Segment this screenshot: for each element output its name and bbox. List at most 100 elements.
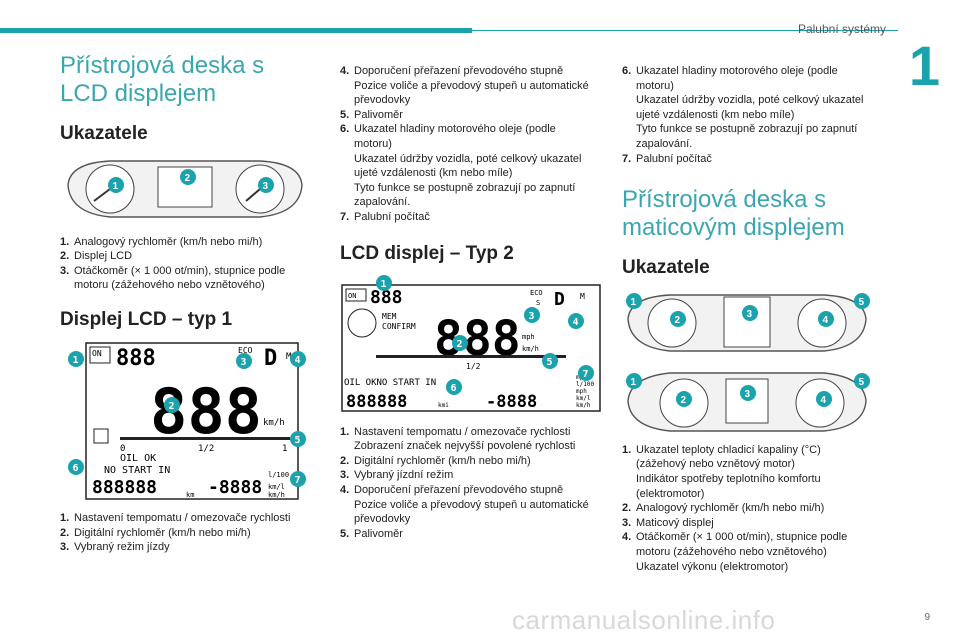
list-item: 4.Doporučení přeřazení převodového stupn… bbox=[340, 65, 589, 107]
oil-no-start-label: OIL OKNO START IN bbox=[344, 378, 436, 388]
watermark: carmanualsonline.info bbox=[512, 605, 776, 635]
speed-limit-digits: 888 bbox=[370, 287, 403, 308]
heading-indicators: Ukazatele bbox=[622, 256, 710, 278]
svg-text:2: 2 bbox=[681, 395, 687, 406]
cluster-lcd-illustration: 1 2 3 bbox=[67, 159, 303, 218]
svg-text:7: 7 bbox=[295, 475, 301, 486]
svg-text:5: 5 bbox=[547, 357, 553, 368]
matrix-indicator-list: 1.Ukazatel teploty chladicí kapaliny (°C… bbox=[622, 443, 872, 574]
svg-text:2: 2 bbox=[169, 401, 175, 412]
svg-text:1: 1 bbox=[631, 297, 637, 308]
svg-text:2: 2 bbox=[185, 173, 191, 184]
on-label: ON bbox=[92, 349, 102, 358]
list-item: 4.Doporučení přeřazení převodového stupn… bbox=[340, 483, 589, 526]
lcd-type2-illustration: ON 888 ECO S D M MEM CONFIRM 888 mph km/… bbox=[341, 274, 601, 412]
column-1: Přístrojová deska s LCD displejem Ukazat… bbox=[60, 52, 310, 555]
unit-mph: mph bbox=[576, 388, 587, 395]
svg-text:5: 5 bbox=[859, 377, 865, 388]
trip-unit-kmh: km/h bbox=[268, 491, 285, 499]
lcd-type1-illustration: ON 888 ECO S D M 888 km/h 0 1/2 1 OIL OK… bbox=[68, 342, 306, 500]
digital-speed: 888 bbox=[434, 311, 521, 367]
fuel-scale-half: 1/2 bbox=[198, 444, 214, 454]
list-item: 2.Displej LCD bbox=[60, 250, 133, 263]
list-item: 3.Otáčkoměr (× 1 000 ot/min), stupnice p… bbox=[60, 264, 286, 292]
trip-digits: -8888 bbox=[486, 392, 537, 412]
list-item: 2.Digitální rychloměr (km/h nebo mi/h) bbox=[340, 454, 531, 467]
oil-ok-label: OIL OK bbox=[120, 453, 156, 464]
svg-text:3: 3 bbox=[745, 389, 751, 400]
trip-unit-kml: km/l bbox=[268, 483, 285, 491]
list-item: 2.Digitální rychloměr (km/h nebo mi/h) bbox=[60, 526, 251, 539]
list-item: 6.Ukazatel hladiny motorového oleje (pod… bbox=[340, 123, 582, 209]
fuel-scale-zero: 0 bbox=[120, 444, 125, 454]
cluster-matrix-illustration: 1 2 3 4 5 bbox=[626, 292, 870, 352]
on-label: ON bbox=[348, 292, 356, 300]
heading-lcd-type1: Displej LCD – typ 1 bbox=[60, 309, 233, 330]
lcd-type2-list-cont: 6.Ukazatel hladiny motorového oleje (pod… bbox=[622, 64, 872, 166]
svg-text:1: 1 bbox=[381, 279, 387, 290]
svg-text:5: 5 bbox=[859, 297, 865, 308]
unit-kmh: km/h bbox=[576, 402, 591, 409]
list-item: 2.Analogový rychloměr (km/h nebo mi/h) bbox=[622, 502, 825, 515]
svg-text:3: 3 bbox=[263, 181, 269, 192]
header-accent-bar bbox=[0, 28, 472, 33]
indicator-list: 1.Analogový rychloměr (km/h nebo mi/h) 2… bbox=[60, 235, 310, 293]
odometer-unit: km bbox=[186, 491, 194, 499]
svg-text:4: 4 bbox=[823, 315, 829, 326]
column-2: 4.Doporučení přeřazení převodového stupn… bbox=[340, 64, 601, 542]
cluster-electric-illustration: 1 2 3 4 5 bbox=[626, 372, 870, 432]
list-item: 7.Palubní počítač bbox=[340, 210, 430, 223]
list-item: 4.Otáčkoměr (× 1 000 ot/min), stupnice p… bbox=[622, 531, 848, 573]
svg-text:D: D bbox=[264, 346, 277, 371]
heading-lcd-panel: Přístrojová deska s LCD displejem bbox=[60, 52, 265, 108]
lcd-type2-list: 1.Nastavení tempomatu / omezovače rychlo… bbox=[340, 425, 590, 542]
svg-text:3: 3 bbox=[241, 357, 247, 368]
svg-text:3: 3 bbox=[747, 309, 753, 320]
unit-kml: km/l bbox=[576, 395, 591, 402]
fuel-scale-full: 1 bbox=[282, 444, 287, 454]
speed-unit: km/h bbox=[263, 418, 285, 428]
speed-limit-digits: 888 bbox=[116, 346, 156, 371]
trip-unit-l100: l/100 bbox=[268, 471, 289, 479]
list-item: 1.Analogový rychloměr (km/h nebo mi/h) bbox=[60, 235, 263, 248]
eco-label: ECO bbox=[530, 289, 543, 297]
svg-text:2: 2 bbox=[675, 315, 681, 326]
column-3: 6.Ukazatel hladiny motorového oleje (pod… bbox=[622, 64, 872, 574]
speed-unit-mph: mph bbox=[522, 333, 535, 341]
heading-lcd-type2: LCD displej – Typ 2 bbox=[340, 242, 514, 264]
svg-text:1: 1 bbox=[73, 355, 79, 366]
list-item: 7.Palubní počítač bbox=[622, 152, 712, 165]
svg-text:D: D bbox=[554, 289, 565, 310]
speed-limit-sign-icon bbox=[347, 308, 377, 338]
svg-text:5: 5 bbox=[295, 435, 301, 446]
confirm-label: CONFIRM bbox=[382, 322, 416, 331]
list-item: 5.Palivoměr bbox=[340, 108, 403, 121]
svg-text:2: 2 bbox=[457, 339, 463, 350]
svg-text:3: 3 bbox=[529, 311, 535, 322]
list-item: 1.Nastavení tempomatu / omezovače rychlo… bbox=[340, 425, 576, 453]
list-item: 3.Vybraný režim jízdy bbox=[60, 541, 170, 554]
svg-text:6: 6 bbox=[73, 463, 79, 474]
fuel-scale-half: 1/2 bbox=[466, 362, 481, 371]
odometer-unit: kmi bbox=[438, 402, 449, 409]
no-start-label: NO START IN bbox=[104, 465, 170, 476]
lcd-type1-list: 1.Nastavení tempomatu / omezovače rychlo… bbox=[60, 511, 310, 555]
svg-text:6: 6 bbox=[451, 383, 457, 394]
list-item: 3.Maticový displej bbox=[622, 516, 714, 529]
heading-matrix-panel: Přístrojová deska s maticovým displejem bbox=[622, 186, 845, 242]
list-item: 5.Palivoměr bbox=[340, 527, 403, 540]
svg-text:1: 1 bbox=[113, 181, 119, 192]
odometer-digits: 888888 bbox=[92, 477, 157, 498]
svg-text:1: 1 bbox=[631, 377, 637, 388]
section-title: Palubní systémy bbox=[797, 22, 886, 36]
header-rule bbox=[472, 30, 898, 31]
svg-text:4: 4 bbox=[295, 355, 301, 366]
list-item: 1.Ukazatel teploty chladicí kapaliny (°C… bbox=[622, 443, 821, 500]
list-item: 3.Vybraný jízdní režim bbox=[340, 469, 454, 482]
chapter-number: 1 bbox=[908, 34, 940, 97]
lcd-type1-list-cont: 4.Doporučení přeřazení převodového stupn… bbox=[340, 64, 590, 225]
heading-indicators: Ukazatele bbox=[60, 122, 148, 144]
unit-l100: l/100 bbox=[576, 381, 594, 388]
svg-text:4: 4 bbox=[573, 317, 579, 328]
svg-text:7: 7 bbox=[583, 369, 589, 380]
